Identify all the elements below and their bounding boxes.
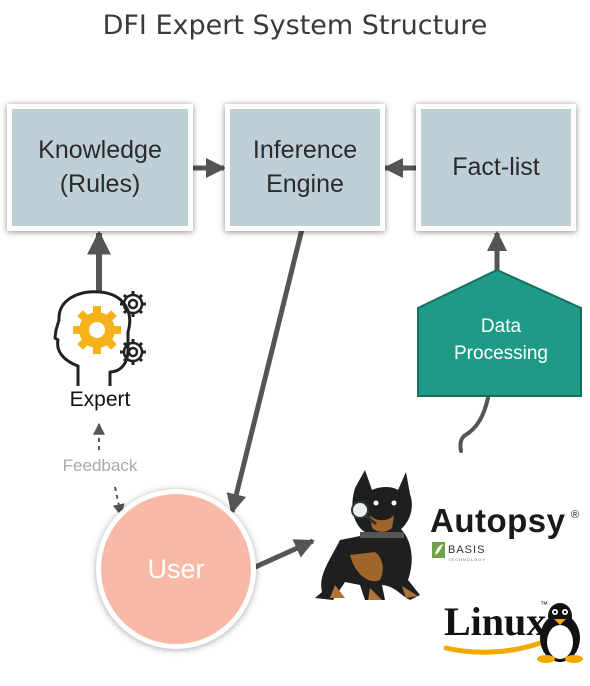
linux-logo-text: Linux [444,599,547,644]
basis-leaf-icon [432,542,445,558]
inference-engine-label: Inference Engine [252,135,358,198]
data-processing-shape [417,268,582,453]
user-circle: User [96,489,256,649]
expert-head-gears-icon [53,290,146,386]
arrow-inference-to-user [226,228,305,514]
knowledge-rules-label: Knowledge (Rules) [38,135,162,198]
feedback-label: Feedback [62,456,138,475]
knowledge-rules-box: Knowledge (Rules) [7,104,193,231]
basis-logo-text: BASIS [448,544,486,556]
fact-list-box: Fact-list [416,104,576,231]
autopsy-registered-mark: ® [571,509,580,521]
user-label: User [147,553,205,584]
fact-list-label: Fact-list [452,152,540,181]
expert-label: Expert [69,388,131,411]
autopsy-dog-logo [315,470,420,600]
arrow-user-to-tools [251,538,315,571]
tux-penguin-icon [537,603,583,663]
linux-swoosh [443,637,551,655]
autopsy-logo-text: Autopsy [430,502,566,539]
inference-engine-box: Inference Engine [225,104,385,231]
diagram-title: DFI Expert System Structure [102,10,488,41]
data-processing-label: Data Processing [454,316,548,364]
basis-logo-subtext: TECHNOLOGY [448,557,487,562]
linux-trademark: ™ [540,600,548,609]
